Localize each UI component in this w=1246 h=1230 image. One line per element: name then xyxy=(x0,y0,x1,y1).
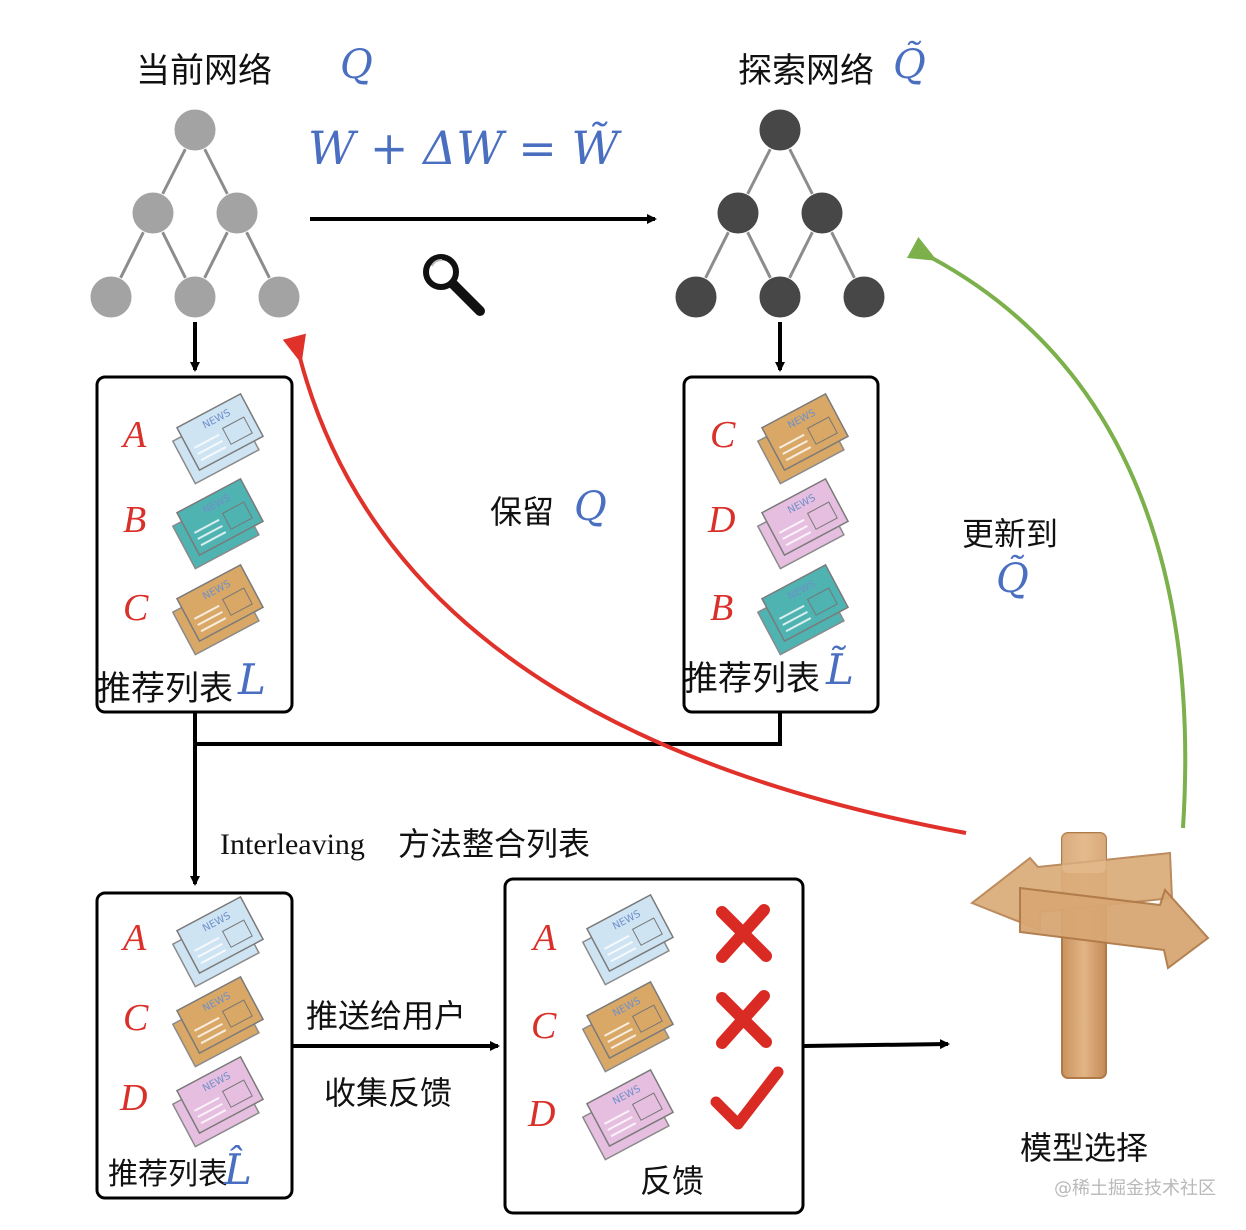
to-model-select-arrow xyxy=(803,1039,950,1050)
newspaper-icon: NEWS xyxy=(171,563,265,656)
list-L-symbol: L xyxy=(237,655,266,704)
current-network-symbol: Q xyxy=(340,42,373,88)
cross-icon xyxy=(716,990,772,1049)
network-node xyxy=(674,275,718,319)
current-network-nodes xyxy=(89,108,301,319)
list-L-box: A B C NEWS NEWS NEWS 推荐列表 L xyxy=(95,375,294,714)
newspaper-icon: NEWS xyxy=(171,1055,265,1148)
list-L-tilde-item-C: C xyxy=(710,414,736,456)
list-L-hat-item-C: C xyxy=(123,997,149,1039)
network-node xyxy=(758,108,802,152)
newspaper-icon: NEWS xyxy=(171,477,265,570)
newspaper-icon: NEWS xyxy=(756,563,850,656)
list-L-hat-symbol: L̂ xyxy=(223,1143,252,1194)
feedback-item-A: A xyxy=(530,917,557,959)
list-L-caption: 推荐列表 xyxy=(97,669,233,709)
list-L-item-C: C xyxy=(123,587,149,629)
newspaper-icon: NEWS xyxy=(581,1068,675,1161)
list-L-hat-caption: 推荐列表 xyxy=(108,1157,228,1192)
model-select-label: 模型选择 xyxy=(1020,1129,1148,1167)
list-L-hat-item-A: A xyxy=(120,917,147,959)
update-label: 更新到 xyxy=(962,515,1058,553)
signpost-icon xyxy=(970,832,1210,1079)
network-node xyxy=(215,191,259,235)
list-L-tilde-symbol: L̃ xyxy=(825,644,854,694)
network-node xyxy=(131,191,175,235)
feedback-box: A C D NEWS NEWS NEWS 反馈 xyxy=(503,877,805,1215)
interleaving-label-latin: Interleaving xyxy=(220,828,365,861)
network-node xyxy=(758,275,802,319)
newspaper-icon: NEWS xyxy=(171,895,265,988)
network-node xyxy=(173,108,217,152)
list-L-tilde-item-D: D xyxy=(707,499,735,541)
list-L-tilde-item-B: B xyxy=(710,587,733,629)
newspaper-icon: NEWS xyxy=(581,893,675,986)
network-node xyxy=(842,275,886,319)
feedback-caption: 反馈 xyxy=(640,1162,704,1200)
network-node xyxy=(173,275,217,319)
merge-connector xyxy=(190,712,782,886)
watermark: @稀土掘金技术社区 xyxy=(1054,1178,1216,1199)
network-node xyxy=(89,275,133,319)
explore-network-title: 探索网络 xyxy=(738,51,874,91)
newspaper-icon: NEWS xyxy=(756,392,850,485)
newspaper-icon: NEWS xyxy=(581,980,675,1073)
list-L-item-A: A xyxy=(120,414,147,456)
newspaper-icon: NEWS xyxy=(171,392,265,485)
explore-network-symbol: Q̃ xyxy=(893,41,926,88)
weight-update-formula: W + ΔW = W̃ xyxy=(308,121,622,175)
feedback-item-C: C xyxy=(531,1005,557,1047)
explore-network-nodes xyxy=(674,108,886,319)
cross-icon xyxy=(716,904,772,963)
keep-Q-arrow xyxy=(282,333,967,835)
interleaving-label-cjk: 方法整合列表 xyxy=(398,825,590,863)
magnifier-icon xyxy=(423,254,485,316)
update-symbol: Q̃ xyxy=(996,555,1029,602)
list-L-tilde-box: C D B NEWS NEWS NEWS 推荐列表 L̃ xyxy=(682,375,880,714)
update-Q-tilde-arrow xyxy=(906,236,1188,829)
newspaper-icon: NEWS xyxy=(171,975,265,1068)
current-network-title: 当前网络 xyxy=(136,51,272,91)
list-L-hat-box: A C D NEWS NEWS NEWS 推荐列表 L̂ xyxy=(95,891,294,1200)
list-L-item-B: B xyxy=(123,499,146,541)
list-L-hat-item-D: D xyxy=(119,1077,147,1119)
check-icon xyxy=(710,1066,784,1130)
newspaper-icon: NEWS xyxy=(756,477,850,570)
network-node xyxy=(716,191,760,235)
network-node xyxy=(257,275,301,319)
push-label: 推送给用户 xyxy=(306,997,466,1035)
keep-label: 保留 xyxy=(490,493,554,531)
collect-label: 收集反馈 xyxy=(324,1074,452,1112)
feedback-item-D: D xyxy=(527,1093,555,1135)
list-L-tilde-caption: 推荐列表 xyxy=(684,659,820,699)
keep-symbol: Q xyxy=(574,484,607,530)
network-node xyxy=(800,191,844,235)
